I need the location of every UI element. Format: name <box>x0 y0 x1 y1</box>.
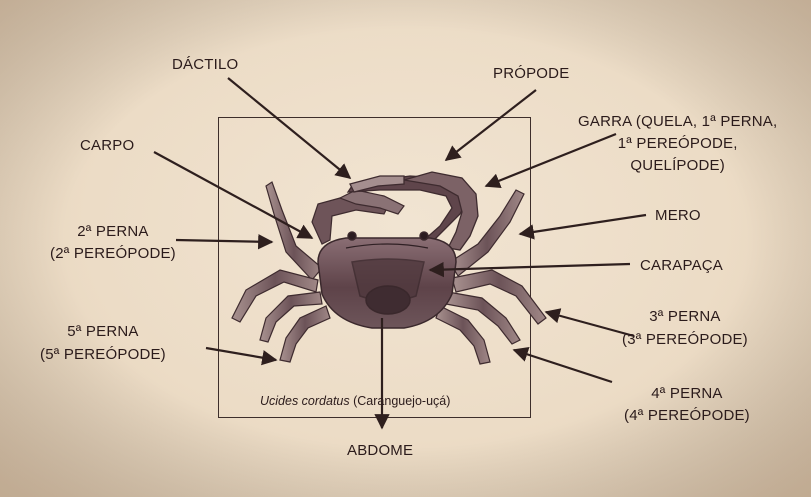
label-perna2-line1: 2ª PERNA <box>50 222 176 242</box>
label-perna3-line1: 3ª PERNA <box>622 307 748 327</box>
label-garra: GARRA (QUELA, 1ª PERNA, 1ª PEREÓPODE, QU… <box>578 112 777 176</box>
species-common-name: (Caranguejo-uçá) <box>353 394 450 408</box>
arrow-mero <box>520 215 646 234</box>
arrow-carapaca <box>430 264 630 270</box>
label-carapaca: CARAPAÇA <box>640 256 723 276</box>
species-caption: Ucides cordatus (Caranguejo-uçá) <box>260 394 450 408</box>
arrow-perna3 <box>546 312 634 336</box>
label-perna5: 5ª PERNA (5ª PEREÓPODE) <box>40 322 166 365</box>
arrow-carpo <box>154 152 312 238</box>
species-name: Ucides cordatus <box>260 394 350 408</box>
arrow-perna4 <box>514 350 612 382</box>
label-perna5-line2: (5ª PEREÓPODE) <box>40 345 166 365</box>
arrow-perna2 <box>176 240 272 242</box>
label-garra-line2: 1ª PEREÓPODE, <box>578 134 777 154</box>
label-perna5-line1: 5ª PERNA <box>40 322 166 342</box>
label-dactilo: DÁCTILO <box>172 55 238 75</box>
label-carpo: CARPO <box>80 136 134 156</box>
arrow-dactilo <box>228 78 350 178</box>
label-perna2: 2ª PERNA (2ª PEREÓPODE) <box>50 222 176 264</box>
arrow-perna5 <box>206 348 276 360</box>
label-garra-line1: GARRA (QUELA, 1ª PERNA, <box>578 112 777 132</box>
label-perna4-line1: 4ª PERNA <box>624 384 750 404</box>
label-perna4-line2: (4ª PEREÓPODE) <box>624 406 750 426</box>
label-perna3-line2: (3ª PEREÓPODE) <box>622 330 748 350</box>
arrow-propode <box>446 90 536 160</box>
label-garra-line3: QUELÍPODE) <box>578 156 777 176</box>
label-perna3: 3ª PERNA (3ª PEREÓPODE) <box>622 307 748 350</box>
label-abdome: ABDOME <box>347 441 413 461</box>
label-mero: MERO <box>655 206 701 226</box>
label-perna2-line2: (2ª PEREÓPODE) <box>50 244 176 264</box>
label-propode: PRÓPODE <box>493 64 569 84</box>
label-perna4: 4ª PERNA (4ª PEREÓPODE) <box>624 384 750 426</box>
